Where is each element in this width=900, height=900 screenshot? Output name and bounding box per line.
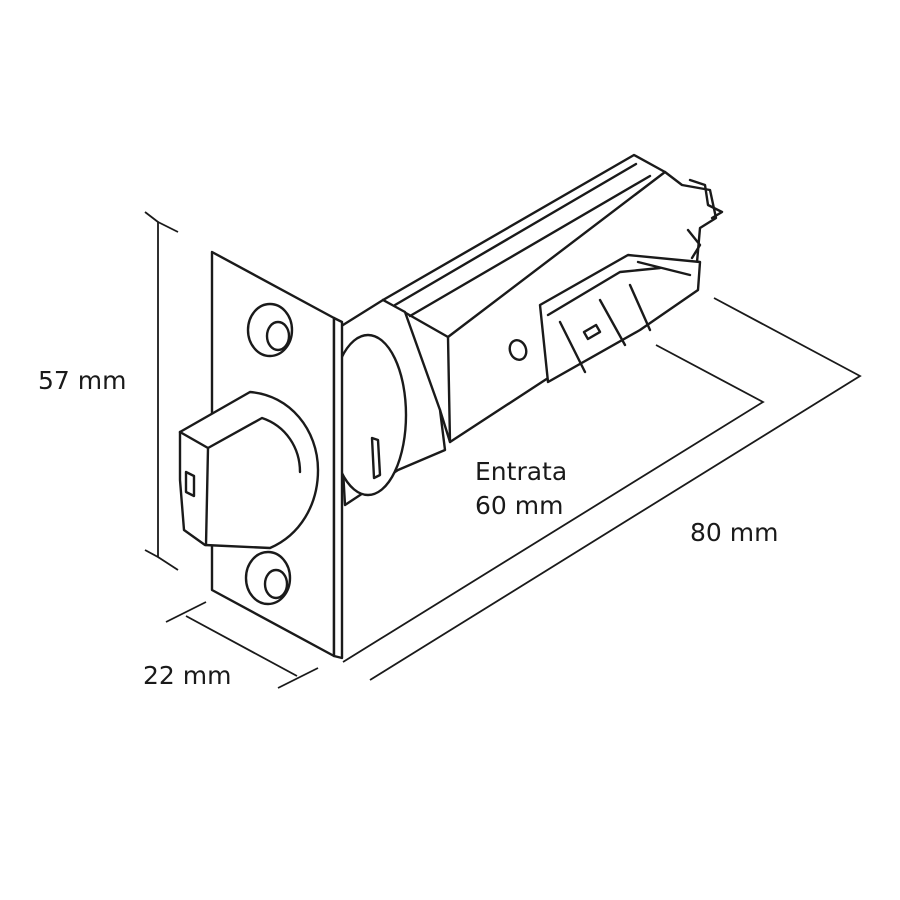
rear-window-tab — [582, 323, 602, 341]
latch-body — [178, 153, 724, 660]
dim-length-line — [369, 297, 862, 681]
latch-bolt-face — [178, 416, 302, 547]
rear-clip-bottom — [686, 228, 702, 260]
rear-window — [538, 253, 702, 384]
backset-dimension-label: Entrata 60 mm — [475, 455, 567, 523]
length-dimension-label: 80 mm — [690, 518, 779, 547]
backset-title: Entrata — [475, 457, 568, 486]
housing-hole — [508, 339, 528, 361]
faceplate-hole-top-inner — [265, 320, 291, 352]
height-dimension-label: 57 mm — [38, 366, 127, 395]
rear-clip-top — [688, 178, 724, 220]
latch-bolt-slot — [184, 470, 196, 498]
dimension-lines — [144, 211, 862, 689]
dim-height-tick-top — [157, 221, 179, 233]
dim-depth-line — [185, 615, 298, 677]
latch-bolt — [178, 390, 320, 550]
rear-housing-corner — [446, 335, 452, 444]
dim-backset-line — [342, 344, 765, 663]
dim-depth-tick-left — [165, 601, 207, 623]
dim-height-tick-bottom — [157, 556, 179, 571]
dim-height-line — [144, 211, 159, 559]
dim-depth-tick-right — [277, 667, 319, 689]
faceplate-hole-bottom-inner — [263, 568, 289, 600]
rear-housing-top-face — [393, 162, 652, 318]
backset-value: 60 mm — [475, 491, 564, 520]
faceplate-edge — [332, 316, 344, 660]
cylinder-slot — [370, 436, 382, 480]
rear-window-inner — [546, 260, 692, 374]
depth-dimension-label: 22 mm — [143, 661, 232, 690]
